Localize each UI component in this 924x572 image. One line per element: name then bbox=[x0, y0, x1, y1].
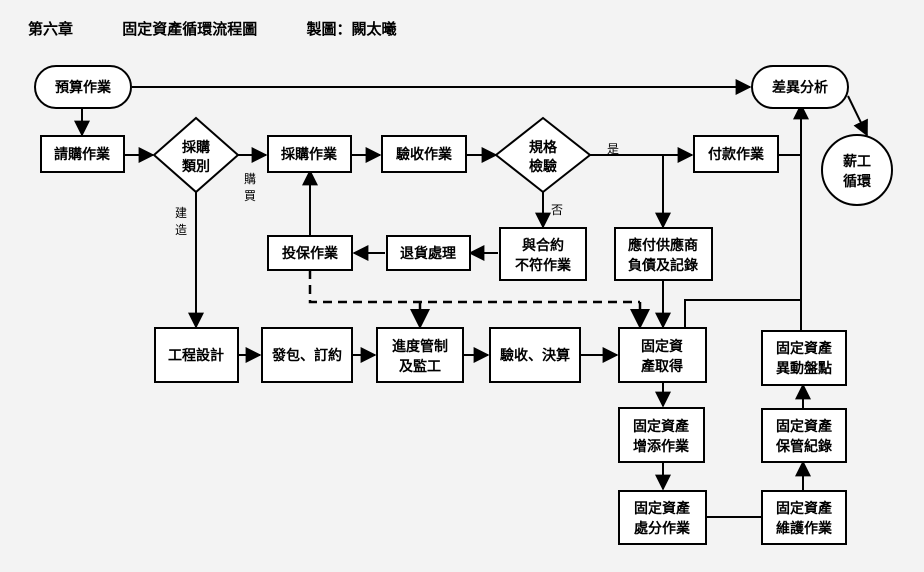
custody-label-1: 固定資產 bbox=[776, 418, 832, 435]
chapter-label: 第六章 bbox=[28, 20, 74, 38]
nonconform-box bbox=[499, 227, 587, 281]
purchasing-box bbox=[267, 135, 352, 173]
payroll-label-2: 循環 bbox=[843, 173, 872, 190]
maintenance-label-2: 維護作業 bbox=[776, 520, 833, 537]
variance-label: 差異分析 bbox=[772, 79, 828, 96]
no-label: 否 bbox=[551, 203, 563, 217]
spec-check-diamond bbox=[494, 116, 592, 194]
progress-label-1: 進度管制 bbox=[392, 338, 448, 355]
purchase-type-label-2: 類別 bbox=[181, 159, 210, 175]
return-label: 退貨處理 bbox=[400, 245, 456, 262]
acquire-box bbox=[618, 327, 707, 383]
change-count-label-2: 異動盤點 bbox=[776, 360, 832, 377]
node-labels: 預算作業 差異分析 薪工 循環 採購 類別 規格 檢驗 請購作業 採購作業 驗收… bbox=[54, 79, 872, 537]
variance-terminator bbox=[751, 65, 849, 109]
receiving-box bbox=[381, 135, 467, 173]
contract-box bbox=[261, 327, 353, 383]
progress-box bbox=[376, 327, 464, 383]
maintenance-box bbox=[761, 490, 847, 545]
change-count-label-1: 固定資產 bbox=[776, 340, 832, 357]
payable-label-1: 應付供應商 bbox=[628, 237, 698, 254]
addition-label-1: 固定資產 bbox=[633, 418, 689, 435]
insurance-label: 投保作業 bbox=[282, 245, 339, 262]
edge-variance-payroll bbox=[847, 95, 868, 137]
page-header: 第六章 固定資產循環流程圖 製圖：闕太曦 bbox=[28, 18, 441, 39]
custody-box bbox=[761, 408, 847, 463]
maintenance-label-1: 固定資產 bbox=[776, 500, 832, 517]
engineering-box bbox=[154, 327, 239, 383]
connectors bbox=[74, 79, 868, 518]
payroll-circle bbox=[821, 134, 893, 206]
settlement-box bbox=[489, 327, 581, 383]
addition-box bbox=[618, 407, 705, 463]
receiving-label: 驗收作業 bbox=[396, 146, 453, 163]
purchase-type-label-1: 採購 bbox=[182, 139, 210, 156]
purchase-type-diamond bbox=[152, 116, 240, 194]
edge-labels: 是 否 購 買 建 造 bbox=[175, 142, 619, 237]
budget-terminator bbox=[34, 65, 132, 109]
settlement-label: 驗收、決算 bbox=[500, 347, 570, 364]
insurance-box bbox=[267, 235, 353, 271]
spec-check-label-1: 規格 bbox=[529, 139, 558, 156]
progress-label-2: 及監工 bbox=[399, 358, 441, 375]
payable-box bbox=[614, 227, 713, 281]
buy-label-2: 買 bbox=[244, 189, 256, 203]
build-label-1: 建 bbox=[175, 206, 187, 220]
payment-box bbox=[693, 135, 779, 173]
requisition-label: 請購作業 bbox=[54, 146, 111, 163]
contract-label: 發包、訂約 bbox=[271, 347, 342, 364]
acquire-label-1: 固定資 bbox=[641, 338, 683, 355]
payroll-label-1: 薪工 bbox=[843, 153, 871, 170]
dashed-connectors bbox=[308, 270, 650, 329]
edge-acquire-variance bbox=[684, 299, 801, 327]
disposal-label-2: 處分作業 bbox=[634, 520, 691, 537]
return-box bbox=[386, 235, 471, 271]
engineering-label: 工程設計 bbox=[168, 347, 224, 364]
spec-check-label-2: 檢驗 bbox=[529, 158, 557, 175]
disposal-box bbox=[618, 490, 707, 545]
build-label-2: 造 bbox=[175, 223, 187, 237]
custody-label-2: 保管紀錄 bbox=[775, 438, 832, 455]
purchasing-label: 採購作業 bbox=[281, 146, 338, 163]
diagram-title: 固定資產循環流程圖 bbox=[122, 20, 258, 38]
acquire-label-2: 產取得 bbox=[640, 358, 683, 375]
nonconform-label-1: 與合約 bbox=[522, 237, 564, 254]
addition-label-2: 增添作業 bbox=[633, 438, 690, 455]
yes-label: 是 bbox=[607, 142, 619, 156]
buy-label-1: 購 bbox=[244, 172, 256, 186]
payment-label: 付款作業 bbox=[708, 146, 765, 163]
requisition-box bbox=[40, 135, 125, 173]
nodes bbox=[34, 65, 893, 545]
disposal-label-1: 固定資產 bbox=[634, 500, 690, 517]
budget-label: 預算作業 bbox=[55, 79, 112, 96]
edge-insurance-acquire bbox=[308, 270, 640, 304]
change-count-box bbox=[761, 330, 847, 386]
author-label: 製圖：闕太曦 bbox=[306, 20, 397, 38]
payable-label-2: 負債及記錄 bbox=[628, 257, 698, 274]
nonconform-label-2: 不符作業 bbox=[515, 257, 572, 274]
